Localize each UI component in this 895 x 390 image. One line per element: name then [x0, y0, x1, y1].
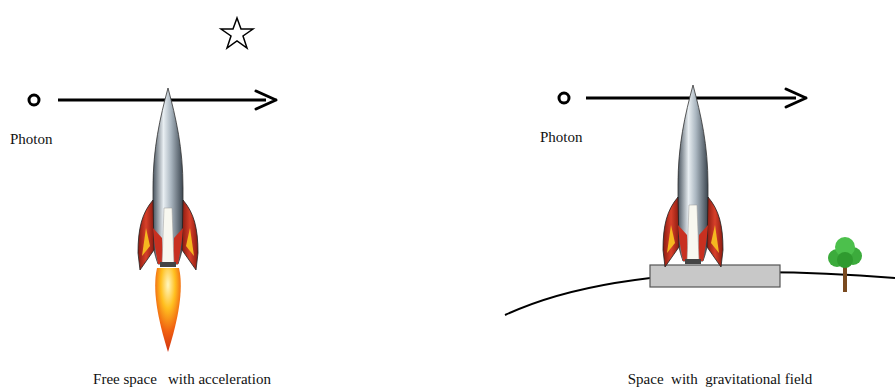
photon-label: Photon: [540, 128, 583, 146]
photon-label: Photon: [10, 130, 53, 148]
panel-caption: Free space with acceleration: [93, 370, 271, 388]
panel-caption: Space with gravitational field: [628, 370, 813, 388]
